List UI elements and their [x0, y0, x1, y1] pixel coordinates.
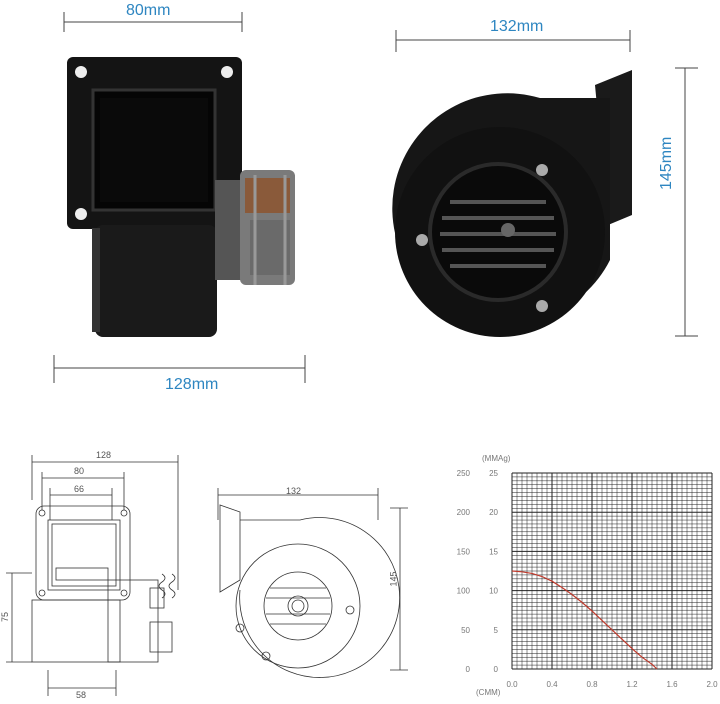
y-inner-tick-label: 5 — [494, 626, 499, 635]
drawing-dim-80: 80 — [74, 466, 85, 476]
drawing-dim-66: 66 — [74, 484, 85, 494]
y-inner-tick-label: 10 — [489, 587, 498, 596]
dim-label-front-depth: 128mm — [165, 376, 219, 393]
dim-label-side-height: 145mm — [658, 136, 675, 190]
x-tick-label: 0.0 — [506, 680, 518, 689]
x-tick-label: 0.4 — [546, 680, 558, 689]
dim-label-front-width: 80mm — [126, 2, 171, 19]
y-outer-tick-label: 100 — [457, 587, 471, 596]
x-axis-label: (CMM) — [476, 688, 501, 697]
dim-label-side-width: 132mm — [490, 18, 544, 35]
y-inner-tick-label: 25 — [489, 469, 498, 478]
x-tick-label: 1.6 — [666, 680, 678, 689]
y-inner-tick-label: 15 — [489, 547, 498, 556]
y-inner-tick-label: 0 — [494, 665, 499, 674]
drawing-dim-75: 75 — [0, 611, 11, 623]
y-outer-tick-label: 150 — [457, 547, 471, 556]
y-outer-tick-label: 250 — [457, 469, 471, 478]
drawing-dim-145: 145 — [388, 571, 399, 587]
y-inner-tick-label: 20 — [489, 508, 498, 517]
blower-front-photo — [53, 12, 306, 383]
blower-side-photo — [392, 30, 698, 337]
x-tick-label: 2.0 — [706, 680, 718, 689]
y-axis-label: (MMAg) — [482, 454, 511, 463]
drawing-dim-58: 58 — [76, 690, 87, 700]
x-tick-label: 0.8 — [586, 680, 598, 689]
x-tick-label: 1.2 — [626, 680, 638, 689]
y-outer-tick-label: 200 — [457, 508, 471, 517]
performance-curve — [511, 570, 658, 670]
drawing-dim-132: 132 — [286, 486, 302, 496]
technical-drawing-side — [217, 488, 408, 678]
drawing-dim-128: 128 — [96, 450, 112, 460]
technical-drawing-front — [6, 455, 179, 696]
y-outer-tick-label: 50 — [461, 626, 470, 635]
y-outer-tick-label: 0 — [466, 665, 471, 674]
